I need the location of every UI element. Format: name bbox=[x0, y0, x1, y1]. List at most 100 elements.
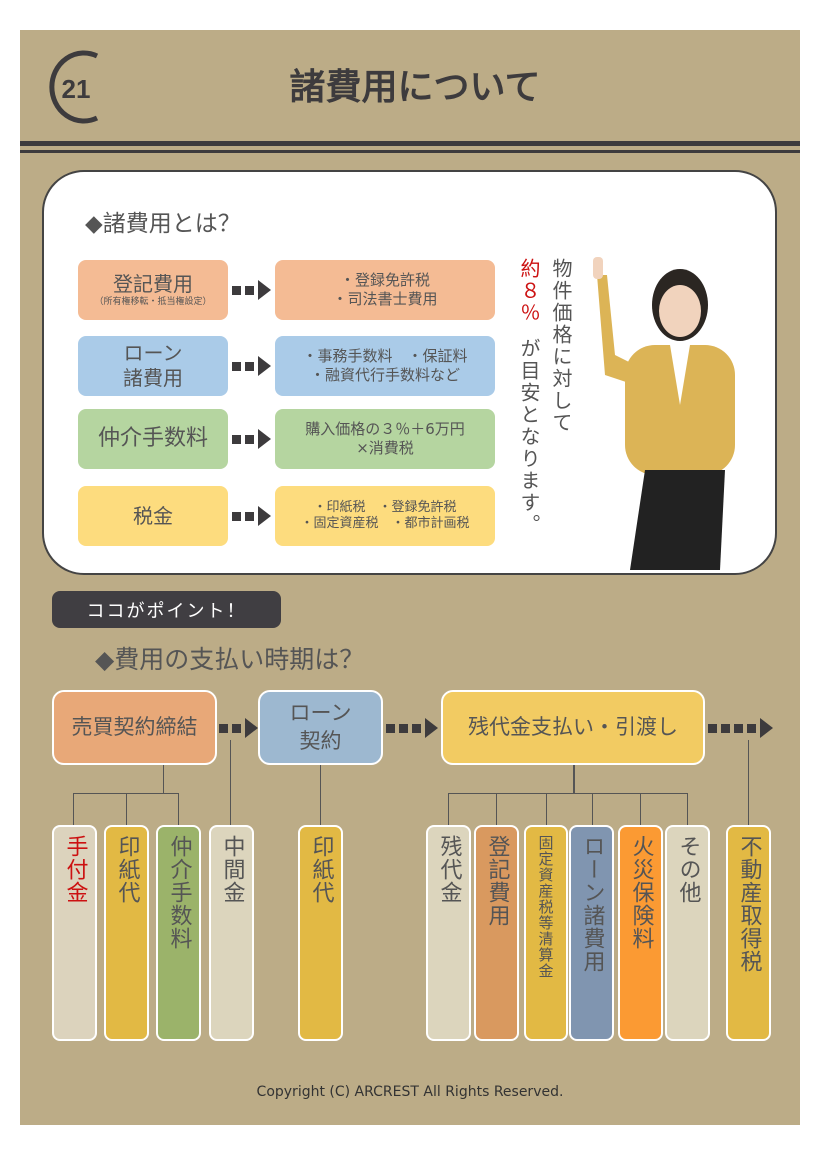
payment-item-label: ローン諸費用 bbox=[579, 835, 605, 973]
arrow-head bbox=[258, 429, 271, 449]
arrow-icon bbox=[232, 506, 271, 526]
arrow-dot bbox=[232, 434, 241, 444]
arrow-head bbox=[425, 718, 438, 738]
payment-item: ローン諸費用 bbox=[569, 825, 614, 1041]
arrow-head bbox=[245, 718, 258, 738]
detail-line: ・印紙税 ・登録免許税 bbox=[313, 499, 457, 515]
divider bbox=[20, 150, 800, 153]
arrow-dot bbox=[232, 361, 241, 371]
detail-line: ・司法書士費用 bbox=[332, 290, 438, 308]
cost-category: 登記費用（所有権移転・抵当権設定） bbox=[78, 260, 228, 320]
arrow-dot bbox=[219, 723, 228, 733]
category-label: ローン bbox=[123, 341, 183, 365]
cost-category: 仲介手数料 bbox=[78, 409, 228, 469]
detail-line: ・融資代行手数料など bbox=[309, 366, 460, 384]
category-sublabel: （所有権移転・抵当権設定） bbox=[94, 296, 212, 307]
connector-line bbox=[126, 793, 127, 825]
century21-logo: 21 bbox=[49, 50, 99, 124]
note-text: 物件価格に対して bbox=[549, 258, 573, 434]
divider bbox=[20, 141, 800, 146]
payment-item-label: 登記費用 bbox=[484, 835, 510, 927]
payment-item: 仲介手数料 bbox=[156, 825, 201, 1041]
cost-detail: 購入価格の３％＋6万円×消費税 bbox=[275, 409, 495, 469]
category-sublabel: 諸費用 bbox=[123, 366, 183, 390]
arrow-icon bbox=[232, 280, 271, 300]
payment-item: 固定資産税等清算金 bbox=[524, 825, 568, 1041]
copyright: Copyright (C) ARCREST All Rights Reserve… bbox=[256, 1084, 564, 1100]
arrow-head bbox=[258, 506, 271, 526]
section-heading: ◆諸費用とは？ bbox=[85, 211, 241, 237]
connector-line bbox=[496, 793, 497, 825]
point-badge: ココがポイント！ bbox=[52, 591, 281, 628]
connector-line bbox=[448, 793, 688, 794]
arrow-icon bbox=[386, 718, 438, 738]
arrow-dot bbox=[245, 511, 254, 521]
payment-item-label: その他 bbox=[675, 835, 701, 904]
payment-item: 不動産取得税 bbox=[726, 825, 771, 1041]
cost-category: ローン諸費用 bbox=[78, 336, 228, 396]
category-label: 仲介手数料 bbox=[97, 426, 208, 452]
cost-category: 税金 bbox=[78, 486, 228, 546]
category-label: 登記費用 bbox=[113, 271, 193, 296]
detail-line: ・事務手数料 ・保証料 bbox=[302, 347, 468, 366]
stage-label: ローン 契約 bbox=[289, 701, 352, 753]
connector-line bbox=[448, 793, 449, 825]
arrow-dot bbox=[721, 723, 730, 733]
arrow-head bbox=[258, 280, 271, 300]
arrow-icon bbox=[232, 429, 271, 449]
page-title: 諸費用について bbox=[289, 67, 541, 108]
payment-item: 手付金 bbox=[52, 825, 97, 1041]
detail-line: ×消費税 bbox=[356, 439, 414, 457]
svg-text:21: 21 bbox=[62, 74, 91, 104]
payment-item: 印紙代 bbox=[104, 825, 149, 1041]
category-label: 税金 bbox=[133, 503, 173, 528]
connector-line bbox=[687, 793, 688, 825]
payment-item-label: 残代金 bbox=[436, 835, 462, 904]
detail-line: ・登録免許税 bbox=[339, 271, 430, 290]
arrow-dot bbox=[245, 285, 254, 295]
payment-item: 登記費用 bbox=[474, 825, 519, 1041]
payment-item-label: 固定資産税等清算金 bbox=[536, 835, 555, 979]
arrow-dot bbox=[232, 511, 241, 521]
arrow-dot bbox=[747, 723, 756, 733]
cost-detail: ・事務手数料 ・保証料・融資代行手数料など bbox=[275, 336, 495, 396]
payment-item-label: 印紙代 bbox=[114, 835, 140, 904]
arrow-icon bbox=[232, 356, 271, 376]
payment-item: 火災保険料 bbox=[618, 825, 663, 1041]
payment-item-label: 中間金 bbox=[219, 835, 245, 904]
staff-photo bbox=[593, 257, 735, 570]
payment-item: その他 bbox=[665, 825, 710, 1041]
detail-line: 購入価格の３％＋6万円 bbox=[305, 420, 465, 439]
note-highlight: 約８％ bbox=[517, 258, 541, 324]
payment-item-label: 手付金 bbox=[62, 835, 88, 904]
stage-box: 残代金支払い・引渡し bbox=[441, 690, 705, 765]
arrow-head bbox=[258, 356, 271, 376]
connector-line bbox=[640, 793, 641, 825]
payment-item-label: 印紙代 bbox=[308, 835, 334, 904]
arrow-dot bbox=[245, 361, 254, 371]
arrow-dot bbox=[386, 723, 395, 733]
payment-item: 残代金 bbox=[426, 825, 471, 1041]
payment-item: 印紙代 bbox=[298, 825, 343, 1041]
connector-line bbox=[748, 740, 749, 825]
connector-line bbox=[73, 793, 74, 825]
arrow-head bbox=[760, 718, 773, 738]
connector-line bbox=[546, 793, 547, 825]
payment-item-label: 火災保険料 bbox=[628, 835, 654, 950]
connector-line bbox=[230, 740, 231, 825]
connector-line bbox=[178, 793, 179, 825]
stage-box: ローン 契約 bbox=[258, 690, 383, 765]
stage-label: 残代金支払い・引渡し bbox=[468, 714, 678, 739]
arrow-dot bbox=[412, 723, 421, 733]
arrow-icon bbox=[219, 718, 258, 738]
arrow-dot bbox=[708, 723, 717, 733]
stage-label: 売買契約締結 bbox=[71, 714, 198, 739]
note-text: が目安となります。 bbox=[517, 338, 541, 536]
payment-item-label: 不動産取得税 bbox=[736, 835, 762, 973]
payment-item: 中間金 bbox=[209, 825, 254, 1041]
arrow-dot bbox=[232, 285, 241, 295]
cost-detail: ・登録免許税・司法書士費用 bbox=[275, 260, 495, 320]
arrow-dot bbox=[232, 723, 241, 733]
connector-line bbox=[320, 765, 321, 825]
arrow-dot bbox=[399, 723, 408, 733]
